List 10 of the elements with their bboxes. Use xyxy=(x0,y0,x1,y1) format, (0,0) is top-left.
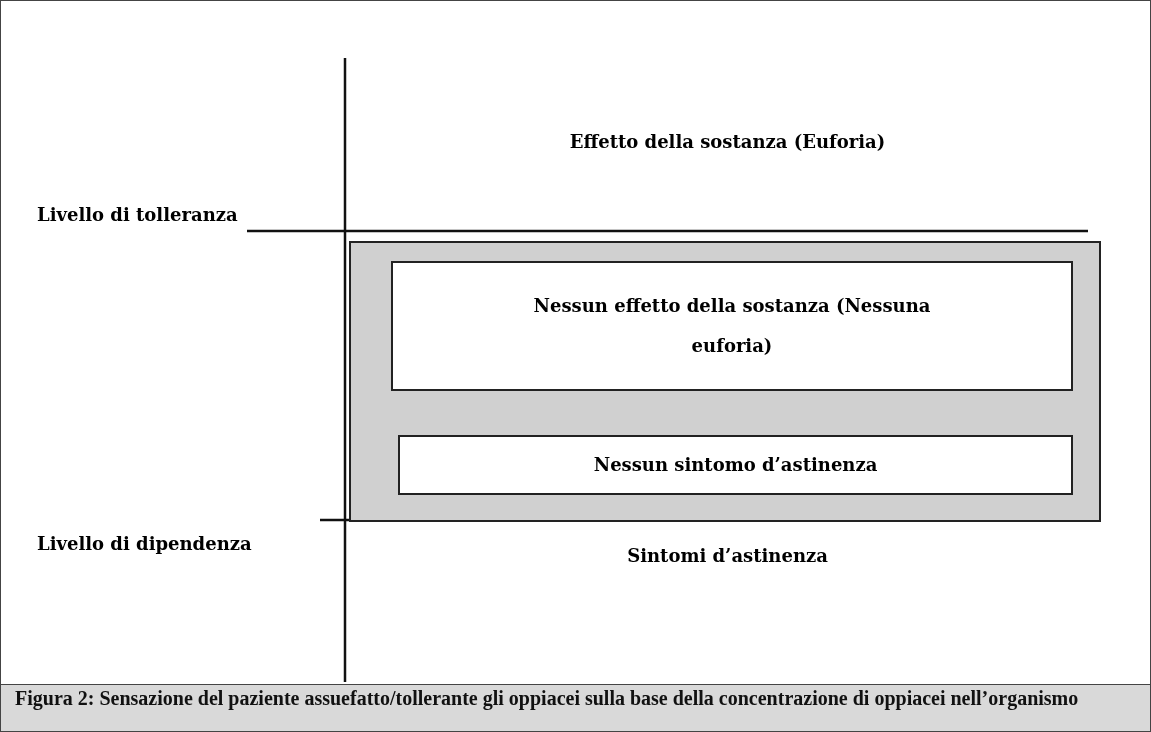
effect-box xyxy=(391,261,1073,391)
symptom-box xyxy=(398,435,1073,495)
level-label: Livello di tolleranza xyxy=(37,203,239,227)
figure-caption: Figura 2: Sensazione del paziente assuefatto/tollerante gli oppiacei sulla base della concentrazione di oppiacei nell’organismo xyxy=(15,687,1080,709)
region-label: Effetto della sostanza (Euforia) xyxy=(568,130,887,154)
shaded-band xyxy=(349,241,1101,522)
box-text: Nessun sintomo d’astinenza xyxy=(593,453,878,477)
box-text: Nessun effetto della sostanza (Nessuna euforia) xyxy=(532,294,932,358)
level-label: Livello di dipendenza xyxy=(37,532,253,556)
region-label: Sintomi d’astinenza xyxy=(626,544,829,568)
